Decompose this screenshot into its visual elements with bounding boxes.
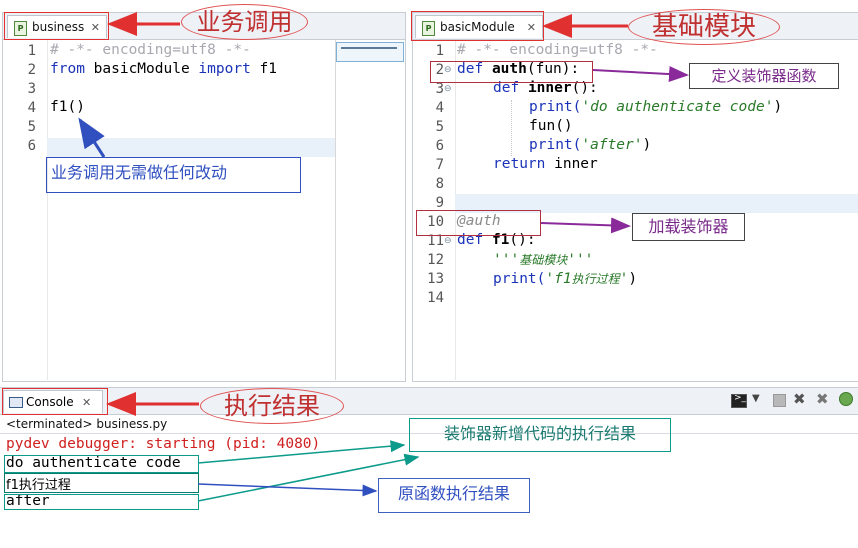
line-number: 5	[27, 119, 36, 135]
python-file-icon: P	[14, 21, 27, 36]
remove-all-icon[interactable]: ✖	[816, 390, 829, 408]
highlight-box	[416, 210, 541, 236]
remove-icon[interactable]: ✖	[793, 390, 806, 408]
fold-collapse-icon[interactable]: ⊖	[444, 84, 452, 94]
line-number: 2	[435, 62, 444, 78]
line-number: 4	[435, 100, 444, 116]
tab-console-label: Console	[26, 395, 74, 409]
line-number: 2	[27, 62, 36, 78]
annotation-new-code-result: 装饰器新增代码的执行结果	[409, 418, 671, 452]
line-number: 1	[435, 43, 444, 59]
annotation-load-decorator: 加载装饰器	[632, 213, 745, 241]
annotation-exec-result: 执行结果	[200, 388, 344, 424]
console-line: after	[6, 493, 50, 509]
tab-basicmodule[interactable]: P basicModule ✕	[415, 15, 543, 38]
annotation-business-call: 业务调用	[181, 4, 308, 40]
code-line[interactable]: f1()	[50, 99, 85, 115]
close-icon[interactable]: ✕	[82, 396, 92, 409]
line-number: 9	[435, 195, 444, 211]
stop-icon[interactable]	[773, 394, 786, 407]
close-icon[interactable]: ✕	[90, 21, 100, 34]
console-line: f1执行过程	[6, 478, 71, 493]
code-line[interactable]: return inner	[493, 156, 598, 172]
tab-business[interactable]: P business ✕	[7, 15, 107, 38]
console-terminated-label: <terminated> business.py	[6, 417, 168, 431]
tab-console[interactable]: Console ✕	[3, 390, 103, 413]
line-number: 8	[435, 176, 444, 192]
code-keyword: import	[198, 61, 251, 77]
highlight-box	[4, 473, 199, 493]
console-divider	[0, 433, 858, 434]
arrow	[540, 217, 631, 234]
arrow	[197, 483, 378, 497]
code-keyword: def	[493, 80, 520, 96]
console-panel: Console ✕ >_ ▼ ✖ ✖ <terminated> business…	[0, 387, 858, 548]
line-number: 6	[27, 138, 36, 154]
line-number: 13	[427, 271, 444, 287]
left-minimap-box	[336, 42, 404, 62]
line-number: 12	[427, 252, 444, 268]
annotation-no-change: 业务调用无需做任何改动	[46, 157, 301, 193]
code-line[interactable]: def inner():	[493, 80, 598, 96]
code-line[interactable]: # -*- encoding=utf8 -*-	[50, 42, 251, 58]
code-line[interactable]: # -*- encoding=utf8 -*-	[457, 42, 658, 58]
line-number: 10	[427, 214, 444, 230]
right-current-line-highlight	[455, 194, 858, 213]
fold-collapse-icon[interactable]: ⊖	[444, 65, 452, 75]
line-number: 3	[435, 81, 444, 97]
dropdown-icon[interactable]: ▼	[752, 393, 760, 404]
line-number: 1	[27, 43, 36, 59]
code-keyword: def	[457, 232, 484, 248]
highlight-box	[4, 494, 199, 510]
line-number: 5	[435, 119, 444, 135]
console-line: do authenticate code	[6, 455, 181, 471]
line-number: 6	[435, 138, 444, 154]
line-number: 11	[427, 233, 444, 249]
code-line[interactable]: print('do authenticate code')	[529, 99, 783, 115]
close-icon[interactable]: ✕	[526, 21, 536, 34]
code-line[interactable]: print('after')	[529, 137, 652, 153]
code-line[interactable]: '''基础模块'''	[493, 252, 594, 268]
right-editor-pane: P basicModule ✕	[412, 12, 858, 382]
line-number: 3	[27, 81, 36, 97]
python-file-icon: P	[422, 21, 435, 36]
left-current-line-highlight	[47, 138, 335, 157]
code-keyword: from	[50, 61, 85, 77]
indent-guide	[511, 100, 512, 156]
line-number: 4	[27, 100, 36, 116]
code-line[interactable]: from basicModule import f1	[50, 61, 278, 77]
highlight-box	[4, 455, 199, 473]
code-line[interactable]: fun()	[529, 118, 573, 134]
arrow	[197, 453, 420, 502]
code-line[interactable]: print('f1执行过程')	[493, 271, 638, 287]
line-number: 14	[427, 290, 444, 306]
left-editor-pane: P business ✕	[2, 12, 406, 382]
annotation-basic-module: 基础模块	[628, 9, 780, 45]
arrow	[197, 440, 406, 464]
console-icon	[9, 397, 23, 408]
code-keyword: def	[457, 61, 484, 77]
annotation-original-result: 原函数执行结果	[378, 478, 530, 513]
left-line-gutter	[3, 40, 48, 380]
line-number: 7	[435, 157, 444, 173]
console-tab-bar	[0, 388, 858, 415]
tab-business-label: business	[32, 20, 85, 34]
tab-basicmodule-label: basicModule	[440, 20, 515, 34]
console-line: pydev debugger: starting (pid: 4080)	[6, 436, 321, 452]
debug-icon[interactable]	[839, 392, 853, 406]
terminal-icon[interactable]: >_	[731, 393, 747, 408]
code-line[interactable]: def auth(fun):	[457, 61, 580, 77]
code-line[interactable]: @auth	[457, 213, 501, 229]
arrow	[78, 117, 106, 158]
code-line[interactable]: def f1():	[457, 232, 536, 248]
arrow	[592, 66, 689, 83]
annotation-define-decorator: 定义装饰器函数	[689, 63, 839, 89]
fold-collapse-icon[interactable]: ⊖	[444, 236, 452, 246]
code-keyword: return	[493, 156, 546, 172]
left-overview-ruler	[335, 40, 336, 380]
highlight-box	[430, 61, 593, 83]
